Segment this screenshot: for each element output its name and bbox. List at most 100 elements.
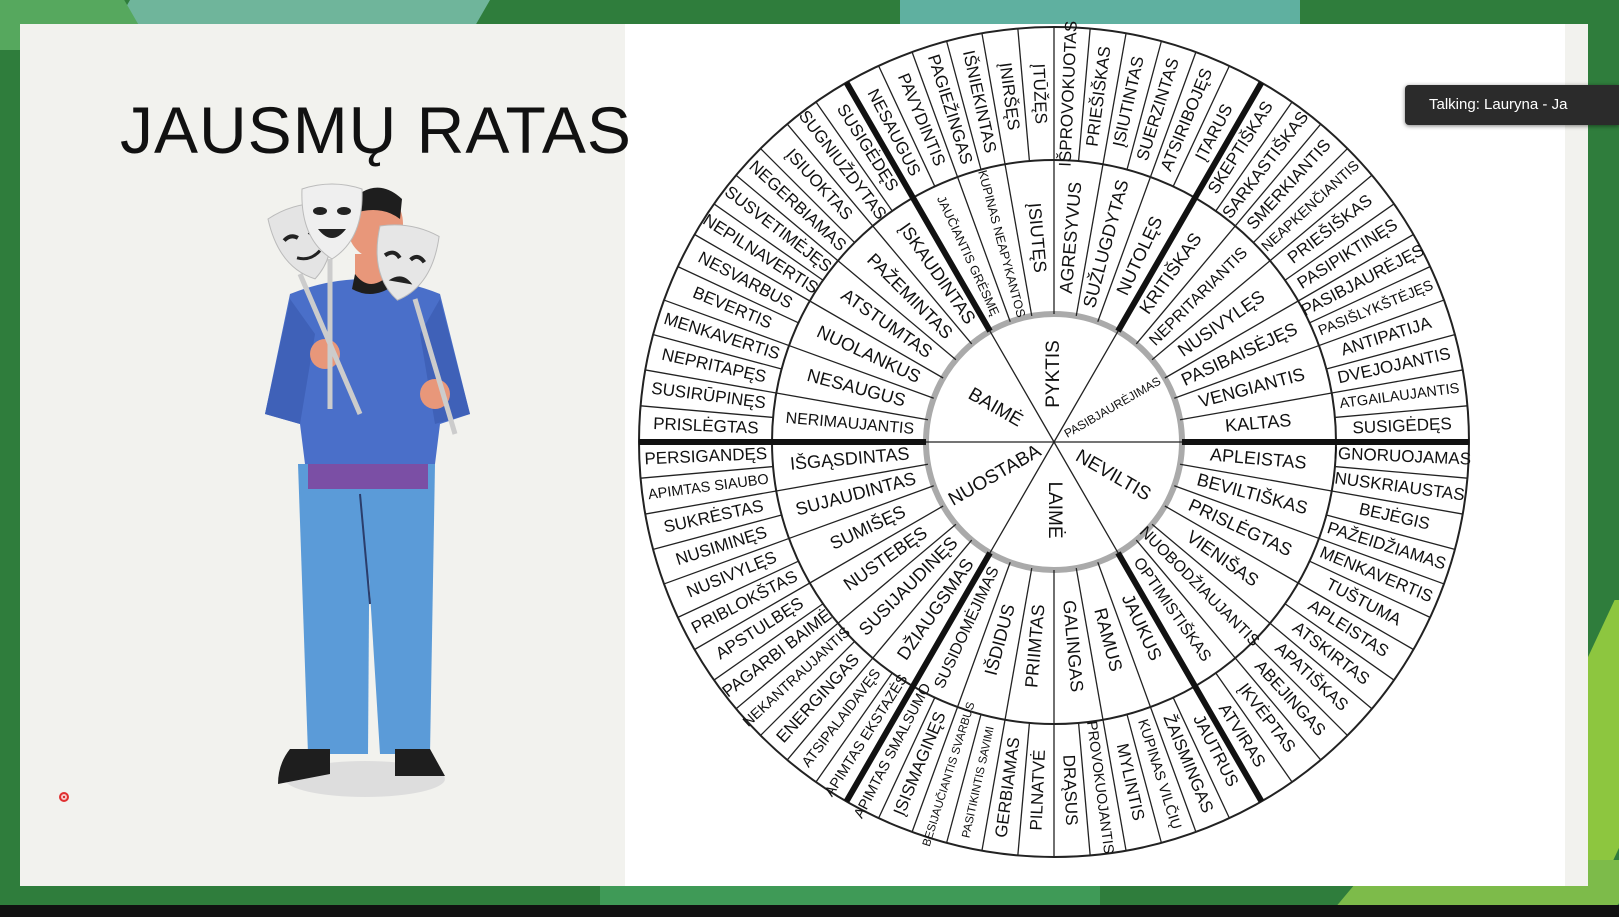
middle-divider [776, 392, 929, 421]
outer-divider [663, 537, 790, 585]
category-separator [1115, 551, 1265, 803]
middle-divider [1004, 567, 1033, 720]
outer-divider [1334, 405, 1468, 419]
middle-divider [788, 344, 934, 399]
middle-divider [956, 562, 1011, 708]
person-with-masks-illustration [265, 183, 470, 797]
outer-divider [981, 33, 1006, 165]
outer-emotion-label: PRISLĖGTAS [653, 414, 759, 438]
middle-divider [809, 505, 944, 584]
outer-divider [981, 719, 1006, 851]
outer-divider [713, 203, 824, 281]
category-separator [843, 551, 993, 803]
outer-divider [1234, 123, 1322, 227]
middle-divider [1097, 176, 1152, 322]
outer-divider [1149, 51, 1197, 178]
slide-title: JAUSMŲ RATAS [120, 93, 632, 167]
outer-divider [652, 333, 782, 370]
outer-divider [640, 465, 774, 479]
middle-divider [1151, 523, 1271, 624]
outer-divider [1172, 65, 1230, 187]
middle-divider [1075, 164, 1104, 317]
outer-divider [1297, 233, 1414, 302]
laser-pointer-dot [59, 792, 69, 802]
outer-divider [645, 369, 777, 394]
outer-divider [713, 603, 824, 681]
outer-divider [1215, 672, 1293, 783]
outer-divider [1126, 40, 1163, 170]
outer-divider [1077, 28, 1091, 162]
outer-divider [1102, 33, 1127, 165]
middle-divider [1179, 463, 1332, 492]
outer-divider [1309, 560, 1431, 618]
middle-divider [872, 225, 973, 345]
middle-divider [1151, 260, 1271, 361]
outer-divider [1126, 714, 1163, 844]
middle-divider [1075, 567, 1104, 720]
outer-divider [677, 266, 799, 324]
outer-emotion-label: DRĄSUS [1059, 754, 1081, 826]
outer-divider [645, 490, 777, 515]
outer-divider [911, 706, 959, 833]
outer-divider [652, 514, 782, 551]
outer-divider [1077, 722, 1091, 856]
outer-emotion-label: SUSIGĖDĘS [1352, 414, 1452, 437]
middle-divider [872, 539, 973, 659]
middle-divider [1135, 539, 1236, 659]
outer-divider [1017, 28, 1031, 162]
outer-divider [1234, 657, 1322, 761]
outer-divider [694, 233, 811, 302]
talking-indicator-text: Talking: Lauryna - Ja [1429, 96, 1568, 113]
outer-divider [1318, 537, 1445, 585]
outer-divider [945, 714, 982, 844]
outer-divider [640, 405, 774, 419]
outer-emotion-label: ĮTŪŽĘS [1029, 63, 1051, 124]
outer-divider [786, 123, 874, 227]
outer-divider [1252, 148, 1348, 244]
middle-divider [1174, 485, 1320, 540]
outer-divider [663, 299, 790, 347]
outer-divider [1102, 719, 1127, 851]
middle-divider [1097, 562, 1152, 708]
middle-divider [1004, 164, 1033, 317]
middle-divider [1179, 392, 1332, 421]
middle-divider [809, 300, 944, 379]
outer-divider [1326, 333, 1456, 370]
outer-divider [911, 51, 959, 178]
outer-divider [1309, 266, 1431, 324]
outer-divider [1326, 514, 1456, 551]
outer-divider [1284, 203, 1395, 281]
outer-divider [815, 672, 893, 783]
middle-divider [1164, 300, 1299, 379]
middle-divider [1174, 344, 1320, 399]
middle-divider [1135, 225, 1236, 345]
core-divider [1053, 441, 1119, 554]
middle-divider [837, 523, 957, 624]
outer-divider [815, 101, 893, 212]
core-emotion-label: LAIMĖ [1044, 481, 1065, 538]
outer-divider [735, 174, 839, 262]
middle-divider [837, 260, 957, 361]
outer-divider [1172, 697, 1230, 819]
outer-divider [1215, 101, 1293, 212]
core-divider [989, 330, 1055, 443]
middle-divider [776, 463, 929, 492]
outer-divider [945, 40, 982, 170]
outer-divider [1318, 299, 1445, 347]
outer-divider [878, 697, 936, 819]
outer-divider [1297, 582, 1414, 651]
outer-divider [735, 622, 839, 710]
outer-divider [1269, 174, 1373, 262]
outer-divider [760, 640, 856, 736]
outer-divider [1017, 722, 1031, 856]
core-emotion-label: PYKTIS [1043, 340, 1064, 408]
outer-divider [694, 582, 811, 651]
category-separator [843, 81, 993, 333]
outer-divider [1284, 603, 1395, 681]
outer-divider [760, 148, 856, 244]
outer-divider [1331, 369, 1463, 394]
outer-divider [1331, 490, 1463, 515]
outer-divider [786, 657, 874, 761]
middle-divider [1164, 505, 1299, 584]
